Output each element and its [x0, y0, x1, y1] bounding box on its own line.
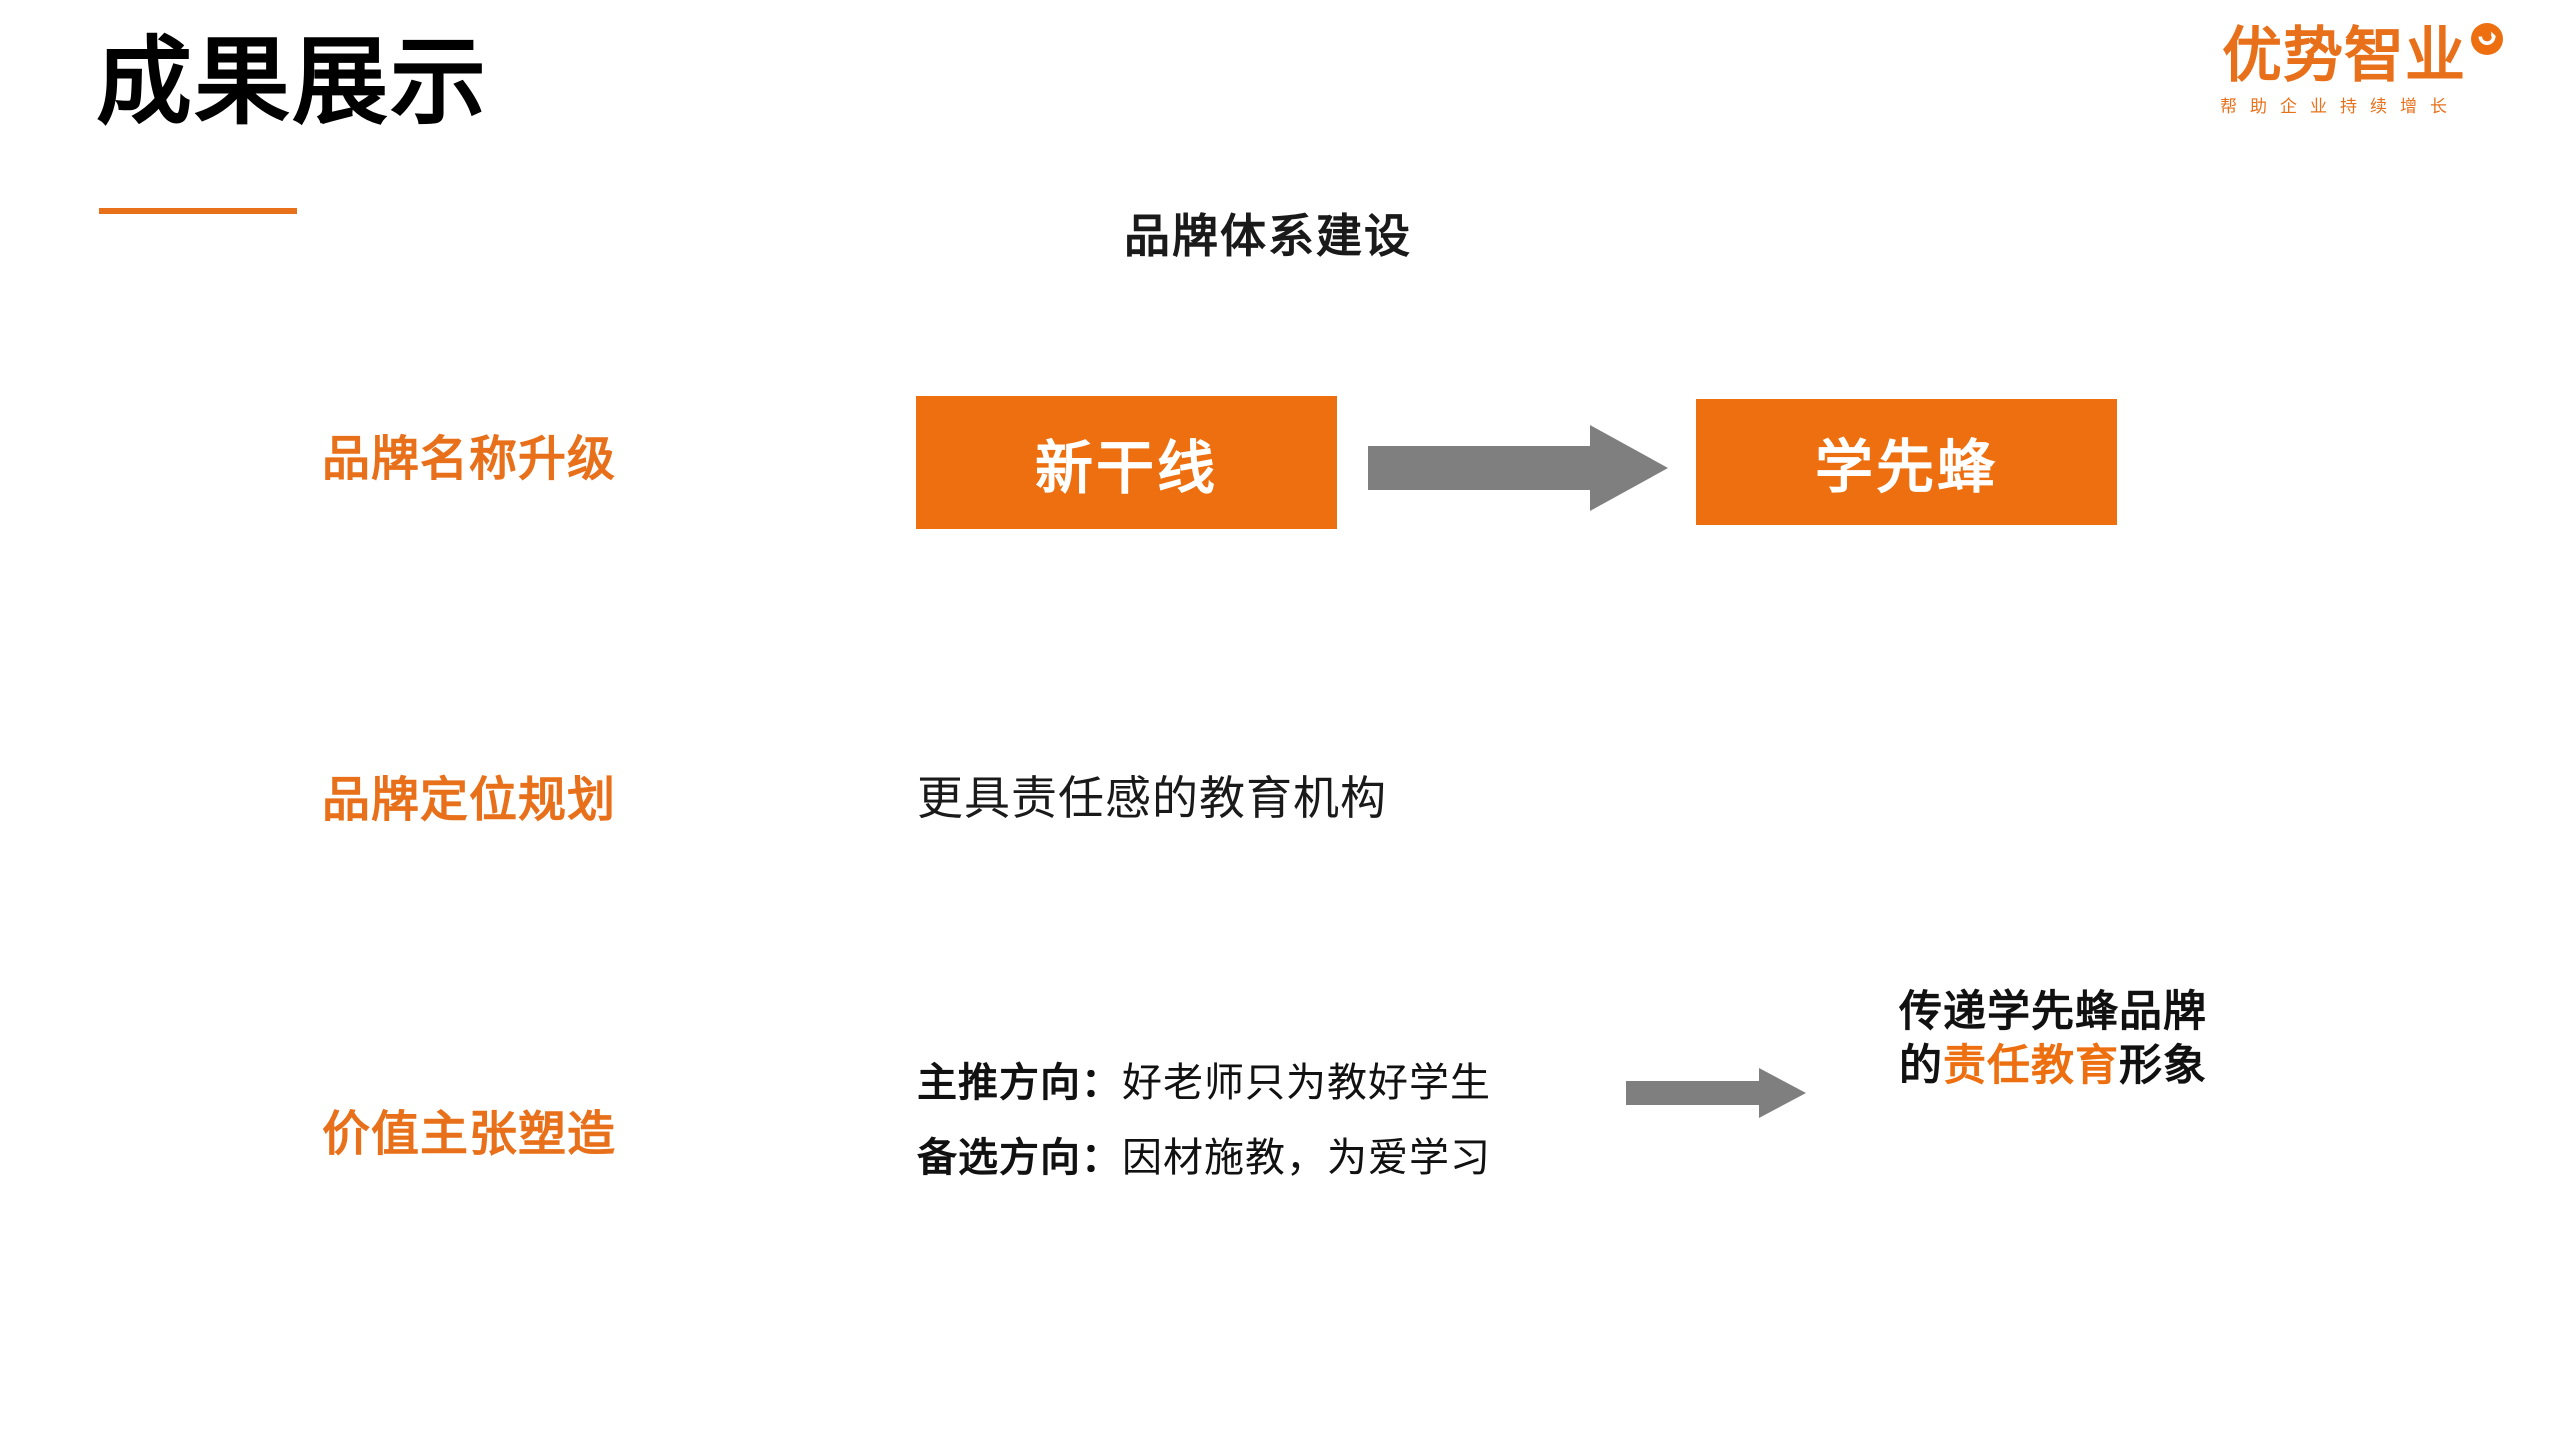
- brand-logo: 优势智业 帮助企业持续增长: [2220, 22, 2504, 116]
- right-block-arrow-icon-row3: [1626, 1068, 1806, 1118]
- brand-name-after-box: 学先蜂: [1696, 399, 2117, 525]
- direction-alternate-value: 因材施教，为爱学习: [1122, 1136, 1491, 1180]
- section-heading: 品牌体系建设: [1124, 210, 1412, 262]
- row-label-brand-positioning: 品牌定位规划: [322, 774, 617, 827]
- outcome-line2-suffix: 形象: [2119, 1042, 2207, 1091]
- direction-alternate-label: 备选方向：: [917, 1136, 1122, 1180]
- smiley-circle-icon: [2470, 22, 2504, 56]
- logo-main-row: 优势智业: [2220, 22, 2504, 89]
- brand-positioning-statement: 更具责任感的教育机构: [917, 772, 1387, 824]
- outcome-line-2: 的责任教育形象: [1899, 1039, 2207, 1093]
- outcome-line-1: 传递学先蜂品牌: [1899, 988, 2207, 1036]
- direction-primary-value: 好老师只为教好学生: [1122, 1061, 1491, 1105]
- value-outcome-statement: 传递学先蜂品牌 的责任教育形象: [1899, 985, 2207, 1093]
- logo-tagline: 帮助企业持续增长: [2220, 97, 2460, 116]
- direction-primary-label: 主推方向：: [917, 1061, 1122, 1105]
- right-block-arrow-icon-row1: [1368, 425, 1668, 511]
- logo-wordmark: 优势智业: [2222, 22, 2466, 89]
- row-label-value-proposition: 价值主张塑造: [322, 1108, 617, 1161]
- outcome-line2-highlight: 责任教育: [1943, 1042, 2119, 1091]
- outcome-line2-prefix: 的: [1899, 1042, 1943, 1091]
- row-label-brand-name: 品牌名称升级: [322, 433, 617, 486]
- direction-line-alternate: 备选方向：因材施教，为爱学习: [917, 1138, 1491, 1178]
- value-direction-list: 主推方向：好老师只为教好学生 备选方向：因材施教，为爱学习: [917, 1063, 1491, 1178]
- page-title: 成果展示: [96, 29, 488, 136]
- title-accent-bar: [99, 208, 297, 214]
- brand-name-before-box: 新干线: [916, 396, 1337, 529]
- direction-line-primary: 主推方向：好老师只为教好学生: [917, 1063, 1491, 1103]
